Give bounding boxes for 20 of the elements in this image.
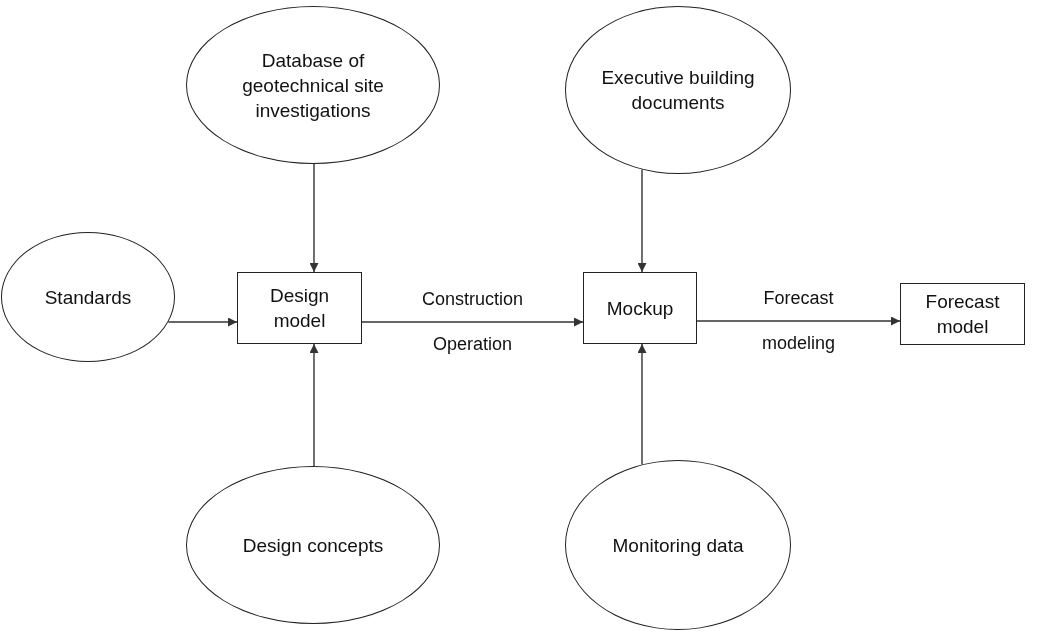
model-box [900,283,1025,345]
node-label: Monitoring data [612,533,744,558]
arrow [167,317,238,327]
arrow [309,343,319,467]
node-label: Forecast model [924,290,1001,339]
node-label: Design model [268,284,331,333]
node-label: Standards [44,285,132,310]
model-box [583,272,697,344]
model-box [237,272,362,344]
edge-label: Forecast modeling [760,287,836,355]
node-label: Mockup [606,296,674,321]
arrow [637,168,647,273]
arrow [696,316,901,326]
arrow [361,317,584,327]
node-label: Database of geotechnical site investigations [241,48,385,123]
edge-label: Construction Operation [420,288,525,356]
arrow [637,343,647,466]
node-label: Design concepts [242,533,384,558]
arrow [309,163,319,273]
node-label: Executive building documents [600,66,756,115]
